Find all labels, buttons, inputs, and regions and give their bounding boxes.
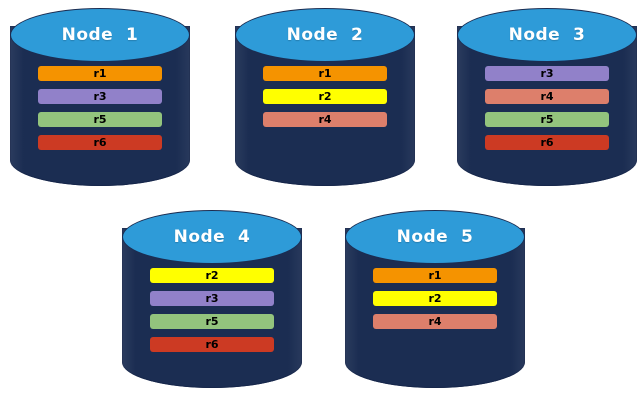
node-title: Node 5	[396, 227, 474, 247]
record-bar-r3[interactable]: r3	[38, 89, 162, 104]
record-bar-r5[interactable]: r5	[485, 112, 609, 127]
record-bar-r4[interactable]: r4	[373, 314, 497, 329]
database-node-2[interactable]: Node 2 r1 r2 r4	[235, 8, 415, 186]
database-node-3[interactable]: Node 3 r3 r4 r5 r6	[457, 8, 637, 186]
record-list: r1 r3 r5 r6	[38, 66, 162, 150]
record-bar-r2[interactable]: r2	[150, 268, 274, 283]
record-bar-r1[interactable]: r1	[373, 268, 497, 283]
record-bar-r2[interactable]: r2	[373, 291, 497, 306]
record-bar-r5[interactable]: r5	[38, 112, 162, 127]
record-bar-r6[interactable]: r6	[38, 135, 162, 150]
record-bar-r4[interactable]: r4	[485, 89, 609, 104]
cylinder-top-ellipse	[122, 210, 302, 264]
record-bar-r1[interactable]: r1	[263, 66, 387, 81]
record-bar-r6[interactable]: r6	[150, 337, 274, 352]
record-bar-r5[interactable]: r5	[150, 314, 274, 329]
record-list: r1 r2 r4	[263, 66, 387, 127]
record-bar-r6[interactable]: r6	[485, 135, 609, 150]
record-bar-r1[interactable]: r1	[38, 66, 162, 81]
cylinder-top-ellipse	[10, 8, 190, 62]
node-title: Node 1	[61, 25, 139, 45]
record-list: r1 r2 r4	[373, 268, 497, 329]
cylinder-top-ellipse	[235, 8, 415, 62]
cylinder-top-ellipse	[345, 210, 525, 264]
database-node-5[interactable]: Node 5 r1 r2 r4	[345, 210, 525, 388]
record-bar-r2[interactable]: r2	[263, 89, 387, 104]
node-title: Node 2	[286, 25, 364, 45]
database-node-1[interactable]: Node 1 r1 r3 r5 r6	[10, 8, 190, 186]
record-bar-r3[interactable]: r3	[485, 66, 609, 81]
record-bar-r3[interactable]: r3	[150, 291, 274, 306]
record-list: r2 r3 r5 r6	[150, 268, 274, 352]
node-title: Node 4	[173, 227, 251, 247]
cylinder-top-ellipse	[457, 8, 637, 62]
record-list: r3 r4 r5 r6	[485, 66, 609, 150]
record-bar-r4[interactable]: r4	[263, 112, 387, 127]
node-title: Node 3	[508, 25, 586, 45]
database-node-4[interactable]: Node 4 r2 r3 r5 r6	[122, 210, 302, 388]
